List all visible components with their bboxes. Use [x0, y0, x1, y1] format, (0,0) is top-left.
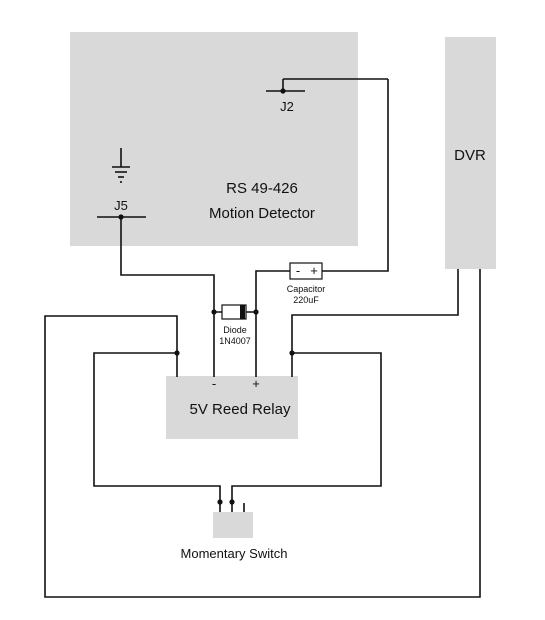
- motion-detector-model: RS 49-426: [226, 180, 298, 197]
- dvr-label: DVR: [454, 147, 486, 164]
- diode-part: 1N4007: [219, 336, 251, 346]
- switch-label: Momentary Switch: [181, 546, 288, 561]
- j5-connector: J5: [97, 148, 146, 220]
- j2-connector: J2: [266, 78, 388, 114]
- ground-icon: [112, 166, 130, 183]
- j2-label: J2: [280, 99, 294, 114]
- switch-block: [213, 512, 253, 538]
- capacitor-icon: - +: [289, 262, 323, 280]
- diode-name: Diode: [223, 325, 247, 335]
- capacitor-value: 220uF: [293, 295, 319, 305]
- dvr-block: [445, 37, 496, 269]
- j5-label: J5: [114, 198, 128, 213]
- diode-icon: [221, 304, 247, 320]
- relay-neg-terminal-label: -: [212, 376, 216, 391]
- motion-detector-name: Motion Detector: [209, 205, 315, 222]
- relay-label: 5V Reed Relay: [190, 401, 291, 418]
- capacitor-neg-label: -: [296, 263, 300, 278]
- relay-block: [166, 376, 298, 439]
- capacitor-pos-label: +: [310, 263, 318, 278]
- motion-detector-block: [70, 32, 358, 246]
- capacitor-name: Capacitor: [287, 284, 326, 294]
- relay-pos-terminal-label: +: [252, 376, 260, 391]
